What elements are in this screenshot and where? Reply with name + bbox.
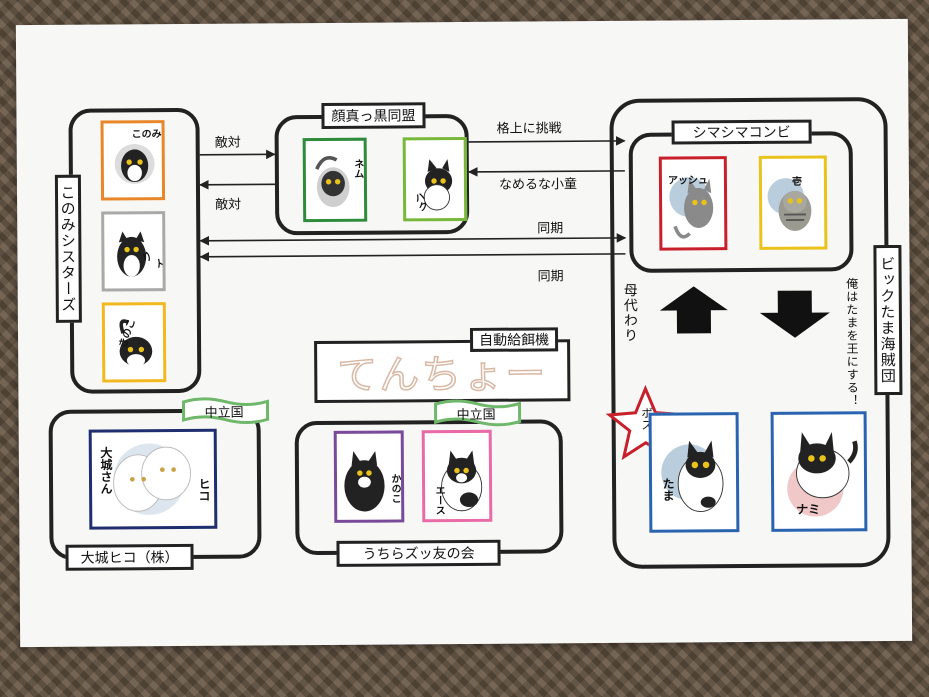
relation-label-tekitai-1: 敵対 [214, 135, 241, 151]
group-title-uchira: うちらズッ友の会 [336, 539, 501, 567]
cat-name-nemu: ネム [351, 158, 363, 179]
arrow-douki-2 [199, 251, 626, 262]
cat-name-oshiro-san: 大城さん [98, 446, 114, 495]
relation-label-hahagawari: 母代わり [621, 282, 639, 343]
neutral-flag-2-label: 中立国 [456, 407, 496, 424]
cat-name-nami: ナミ [796, 502, 821, 517]
group-title-pirates: ビックたま海賊団 [873, 244, 903, 396]
group-title-jidou: 自動給餌機 [469, 327, 559, 352]
cat-card-konomi: このみ [100, 120, 166, 201]
cat-card-esu: エース [421, 429, 493, 523]
cat-name-kanoko: かのこ [388, 473, 401, 504]
arrow-tekitai-right [199, 149, 276, 160]
relation-arrows [198, 136, 830, 338]
cat-card-kinoko: きのこ [101, 302, 167, 383]
cat-card-nemu: ネム [302, 137, 368, 223]
cat-card-asshu: アッシュ [658, 156, 728, 251]
relation-label-douki-1: 同期 [537, 221, 564, 237]
neutral-flag-2 [433, 399, 522, 427]
relation-label-namerunna: なめるな小童 [498, 177, 578, 193]
relation-label-douki-2: 同期 [537, 269, 564, 285]
arrow-namerunna [467, 167, 625, 177]
cat-card-ohshiro-hiko: 大城さん ヒコ [88, 428, 218, 530]
cat-card-haku: ハク [402, 136, 468, 222]
arrow-up-big [659, 286, 728, 334]
cat-card-kanoko: かのこ [333, 430, 405, 523]
arrow-tekitai-left [198, 179, 275, 190]
cat-name-esu: エース [433, 485, 445, 516]
relation-label-tekitai-2: 敵対 [215, 197, 242, 213]
cat-name-konomi: このみ [131, 129, 162, 141]
cat-card-tama: たま [648, 412, 740, 533]
group-title-ohshiro: 大城ヒコ（株） [65, 543, 194, 571]
group-title-konomi: このみシスターズ [54, 174, 82, 323]
cat-card-nami: ナミ [770, 411, 868, 532]
neutral-flag-1 [181, 397, 270, 425]
neutral-flag-1-label: 中立国 [204, 405, 244, 421]
pirate-motto: 俺はたまを王にする！ [844, 277, 860, 408]
diagram-paper: このみシスターズ このみ クイ きのこ 顔真っ黒同盟 ネム ハク 敵対 敵対 格… [15, 18, 913, 648]
cat-name-tsuki: 壱 [791, 176, 802, 188]
cat-name-tama: たま [661, 477, 676, 502]
group-title-shimashima: シマシマコンビ [671, 119, 812, 145]
group-title-ganmakkuro: 顔真っ黒同盟 [321, 102, 426, 129]
cat-name-hiko: ヒコ [197, 477, 212, 502]
cat-card-tsuki: 壱 [758, 155, 828, 250]
arrow-down-big [759, 290, 830, 338]
cat-card-kui: クイ [101, 211, 166, 292]
cat-name-asshu: アッシュ [667, 175, 708, 187]
arrow-douki-1 [199, 233, 627, 246]
relation-label-kakuue: 格上に挑戦 [496, 121, 562, 137]
arrow-kakuue [468, 136, 626, 146]
